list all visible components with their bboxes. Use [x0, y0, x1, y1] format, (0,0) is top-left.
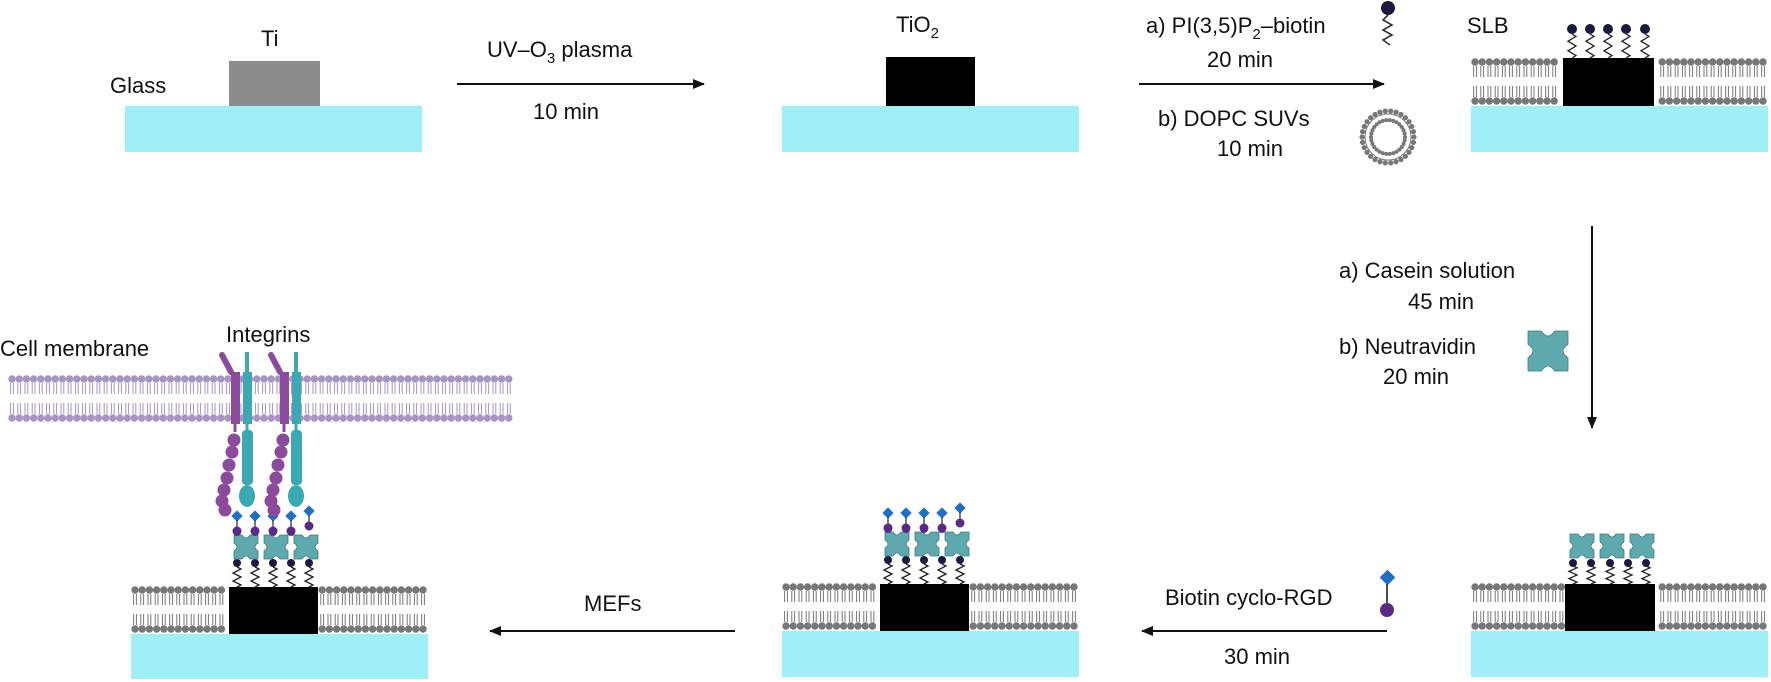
panel-slb-rgd	[782, 502, 1079, 677]
biotin-lipids	[1566, 24, 1651, 59]
integrin-pair	[215, 352, 304, 517]
biotin-rgd-icon	[1379, 569, 1396, 617]
rgd-layer	[231, 505, 319, 588]
glass-substrate	[782, 106, 1079, 152]
step3b-time: 20 min	[1383, 364, 1449, 389]
step1-arrow-group: UV–O3 plasma 10 min	[457, 37, 705, 124]
tio2-block	[1563, 58, 1654, 106]
tio2-block	[229, 587, 318, 634]
panel-slb: SLB	[1467, 13, 1768, 152]
step2a-time: 20 min	[1207, 47, 1273, 72]
slb-label: SLB	[1467, 13, 1509, 38]
glass-substrate	[1471, 631, 1768, 677]
panel-glass-ti: Glass Ti	[110, 26, 422, 152]
panel-slb-neutravidin	[1471, 533, 1768, 677]
glass-substrate	[125, 106, 422, 152]
step3a-label: a) Casein solution	[1339, 258, 1515, 283]
panel-tio2: TiO2	[782, 12, 1079, 152]
tio2-block	[886, 57, 975, 106]
lipid-bilayer	[1471, 58, 1767, 105]
glass-substrate	[1471, 106, 1768, 152]
lipid-bilayer	[782, 583, 1078, 630]
glass-substrate	[782, 631, 1079, 677]
rgd-layer	[882, 502, 970, 585]
step5-arrow-group: MEFs	[489, 591, 735, 636]
ti-block	[229, 61, 320, 106]
step3-arrow-group: a) Casein solution 45 min b) Neutravidin…	[1339, 226, 1597, 429]
ti-label: Ti	[261, 26, 279, 51]
step4-time: 30 min	[1224, 644, 1290, 669]
tio2-block	[1565, 584, 1655, 631]
neutravidin-icon	[1527, 330, 1569, 372]
integrins-label: Integrins	[226, 322, 310, 347]
step3a-time: 45 min	[1408, 289, 1474, 314]
tio2-label: TiO2	[896, 12, 939, 42]
step2b-label: b) DOPC SUVs	[1158, 106, 1310, 131]
step2a-label: a) PI(3,5)P2–biotin	[1146, 13, 1326, 43]
panel-cell-adhesion: Cell membrane Integrins	[0, 322, 513, 679]
step1-label: UV–O3 plasma	[487, 37, 633, 67]
lipid-bilayer	[1471, 583, 1767, 630]
step2b-time: 10 min	[1217, 136, 1283, 161]
step5-label: MEFs	[584, 591, 641, 616]
biotin-lipid-icon	[1381, 1, 1395, 46]
cell-membrane-bilayer	[8, 375, 513, 422]
tio2-block	[880, 584, 969, 631]
step1-time: 10 min	[533, 99, 599, 124]
suv-vesicle-icon	[1359, 108, 1417, 166]
lipid-bilayer	[131, 586, 427, 633]
step2-arrow-group: a) PI(3,5)P2–biotin 20 min b) DOPC SUVs …	[1139, 1, 1417, 166]
cell-membrane-label: Cell membrane	[0, 336, 149, 361]
step3b-label: b) Neutravidin	[1339, 334, 1476, 359]
step4-label: Biotin cyclo-RGD	[1165, 585, 1332, 610]
step4-arrow-group: Biotin cyclo-RGD 30 min	[1141, 569, 1396, 669]
neutravidin-layer	[1567, 533, 1655, 585]
glass-substrate	[131, 634, 428, 679]
glass-label: Glass	[110, 73, 166, 98]
